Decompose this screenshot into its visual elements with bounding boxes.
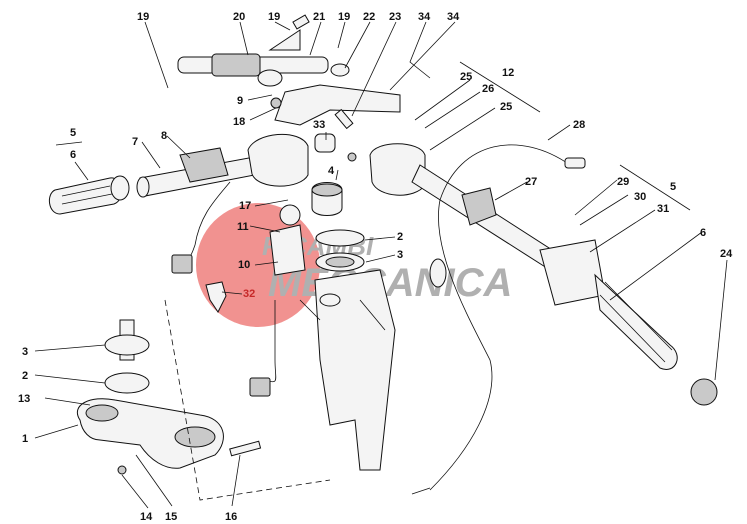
callout-21: 21 [313, 11, 325, 23]
callout-10: 10 [238, 259, 250, 271]
callout-17: 17 [239, 200, 251, 212]
callout-32: 32 [243, 288, 255, 300]
top-bracket [270, 84, 401, 162]
callout-7: 7 [132, 136, 138, 148]
callout-8: 8 [161, 130, 167, 142]
callout-16: 16 [225, 511, 237, 523]
callout-24: 24 [720, 248, 733, 260]
bottom-yoke [77, 299, 331, 501]
callout-9: 9 [237, 95, 243, 107]
callout-31: 31 [657, 203, 669, 215]
ignition-switch [205, 204, 306, 313]
callout-19a: 19 [137, 11, 149, 23]
callout-26: 26 [482, 83, 494, 95]
callout-3b: 3 [22, 346, 28, 358]
watermark-text-bottom: MECCANICA [268, 261, 512, 305]
steering-center-parts [311, 182, 365, 272]
callout-28: 28 [573, 119, 585, 131]
callout-19c: 19 [338, 11, 350, 23]
callout-4: 4 [328, 165, 335, 177]
callout-1: 1 [22, 433, 28, 445]
callout-6a: 6 [70, 149, 76, 161]
throttle-cable [411, 144, 586, 495]
frame-head [249, 269, 396, 471]
callout-25b: 25 [500, 101, 512, 113]
callout-12: 12 [502, 67, 514, 79]
right-handlebar [369, 143, 718, 406]
callout-23: 23 [389, 11, 401, 23]
callout-30: 30 [634, 191, 646, 203]
callout-2a: 2 [397, 231, 403, 243]
wire-loom-left [171, 181, 231, 274]
callout-2b: 2 [22, 370, 28, 382]
callout-14: 14 [140, 511, 153, 523]
callout-25a: 25 [460, 71, 472, 83]
callout-3a: 3 [397, 249, 403, 261]
left-handlebar [48, 133, 309, 215]
callout-33: 33 [313, 119, 325, 131]
callout-27: 27 [525, 176, 537, 188]
callout-6b: 6 [700, 227, 706, 239]
callout-13: 13 [18, 393, 30, 405]
callout-29: 29 [617, 176, 629, 188]
callout-18: 18 [233, 116, 245, 128]
callout-11: 11 [237, 221, 249, 233]
callout-15: 15 [165, 511, 177, 523]
callout-20: 20 [233, 11, 245, 23]
leader-lines [34, 21, 728, 509]
steering-damper [177, 14, 350, 87]
callout-34a: 34 [418, 11, 431, 23]
callout-22: 22 [363, 11, 375, 23]
callout-5a: 5 [70, 127, 76, 139]
callout-labels: 19 20 19 21 19 22 23 34 34 12 25 26 25 9… [18, 11, 733, 523]
callout-19b: 19 [268, 11, 280, 23]
callout-34b: 34 [447, 11, 460, 23]
callout-5b: 5 [670, 181, 676, 193]
